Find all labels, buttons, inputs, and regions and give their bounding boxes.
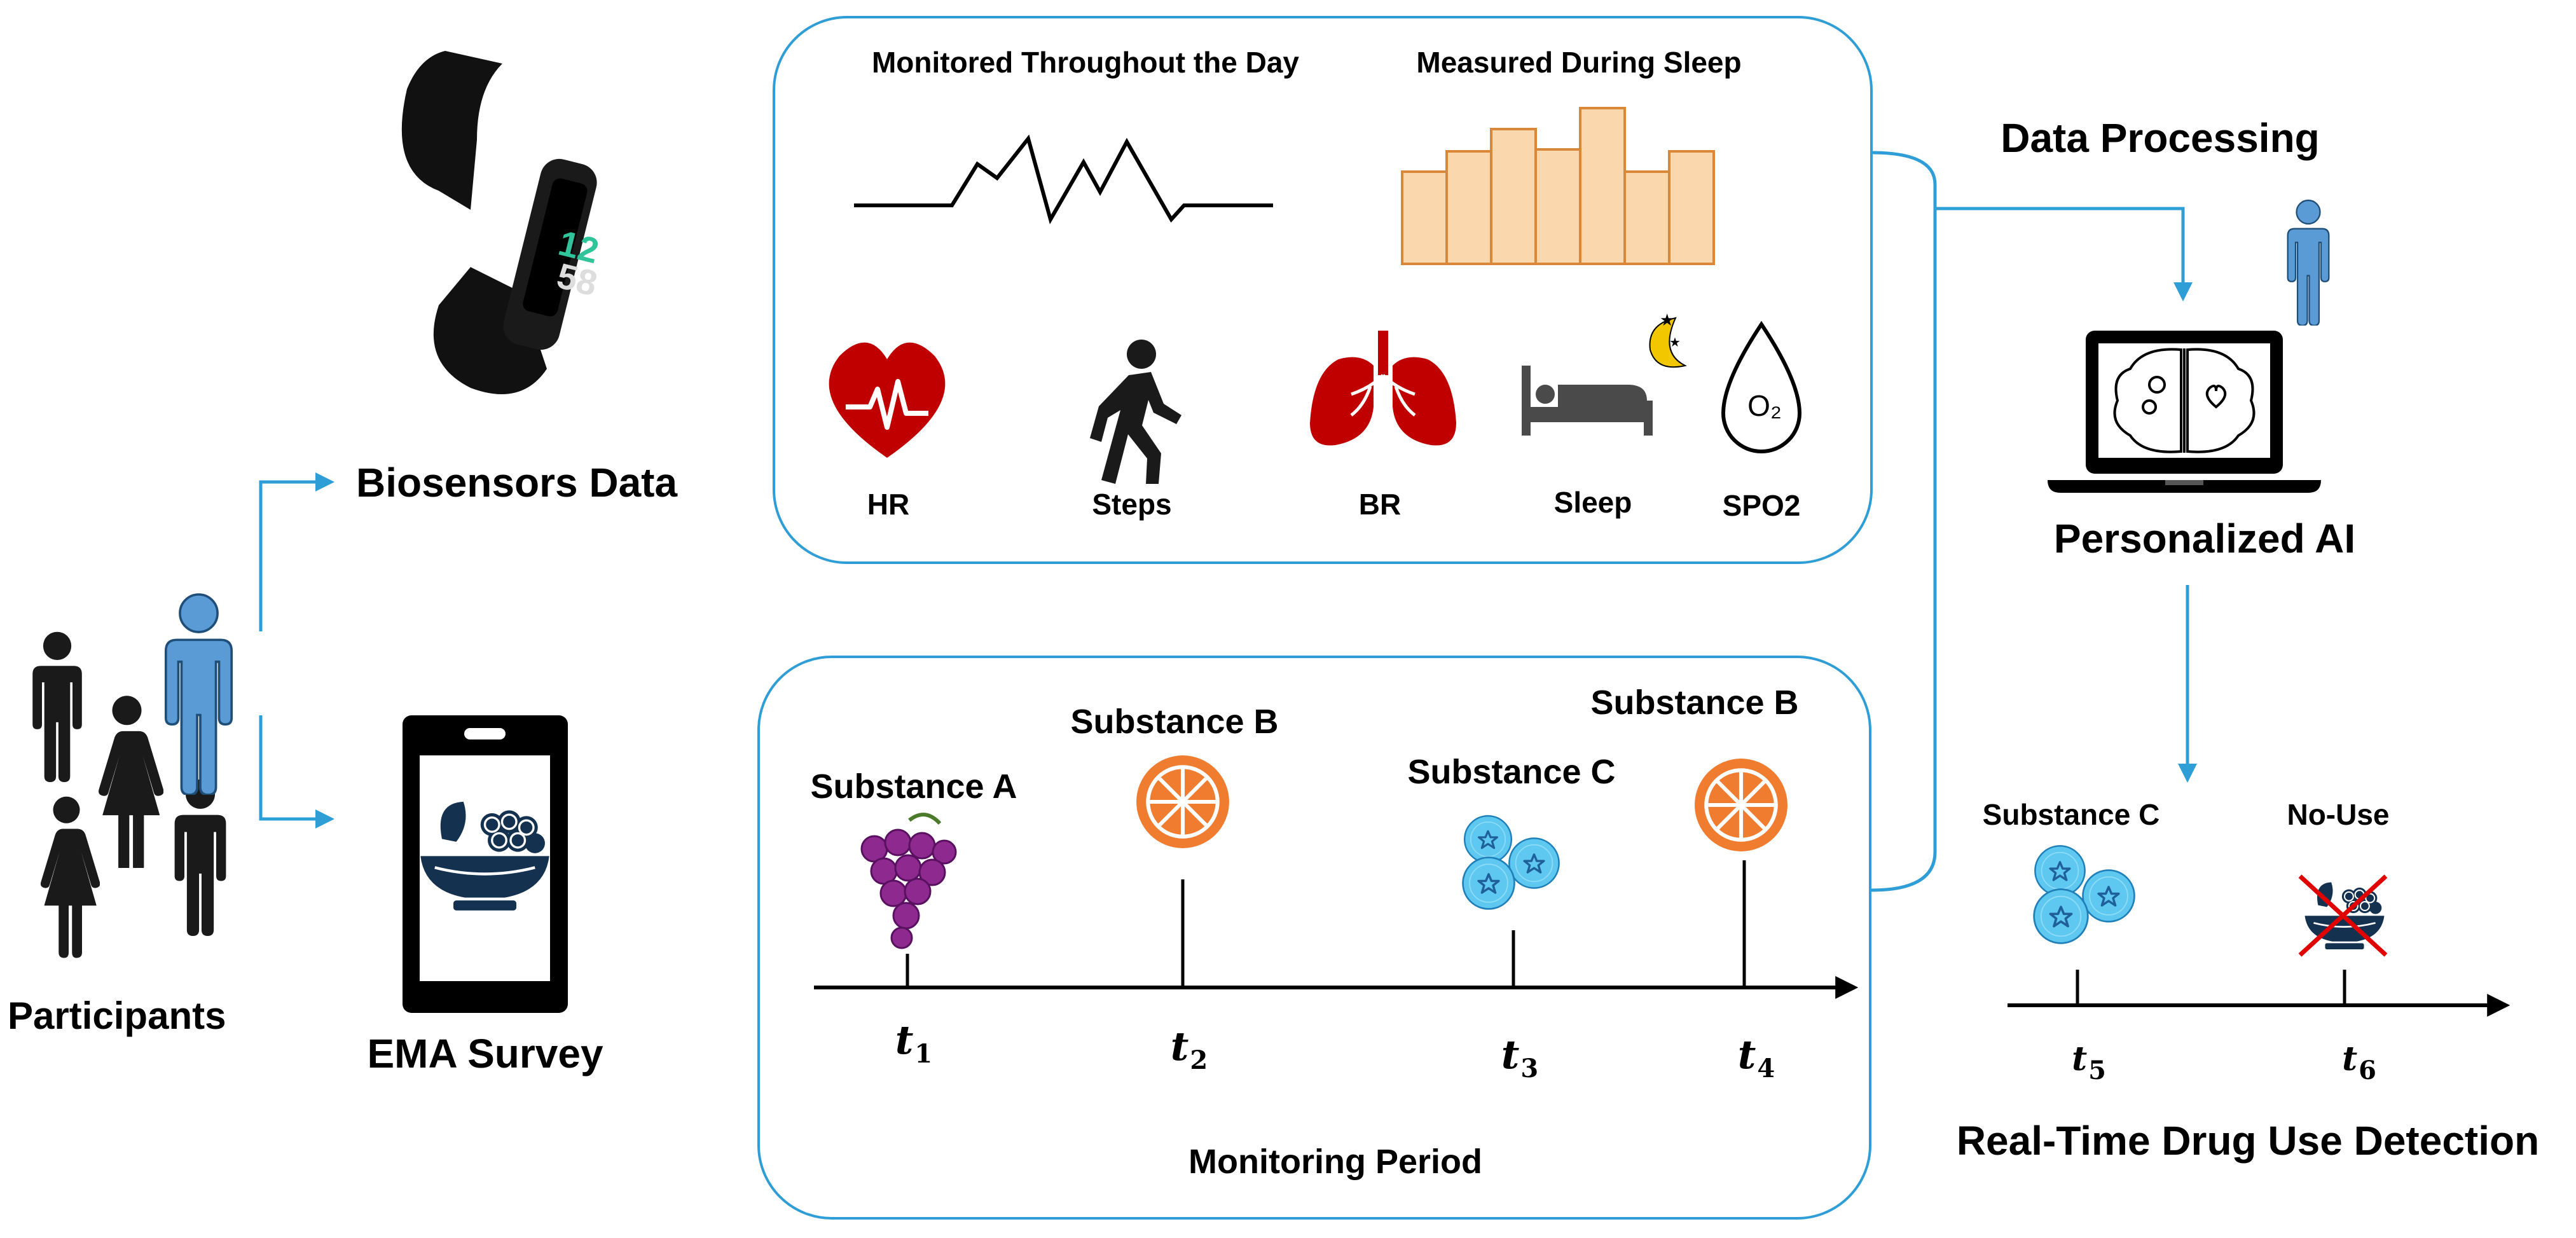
lungs-icon: [1310, 331, 1456, 446]
biosensors-data-label: Biosensors Data: [356, 460, 678, 506]
metric-label-spo2: SPO2: [1722, 489, 1801, 522]
participants-label: Participants: [8, 994, 226, 1037]
smartwatch-icon: 12 58: [401, 51, 603, 394]
time-t6: t6: [2342, 1040, 2376, 1085]
grapes-icon: [860, 813, 957, 949]
monitoring-period-label: Monitoring Period: [1188, 1143, 1482, 1181]
crossed-fruit-bowl-icon: [2298, 874, 2388, 957]
sleep-bar-chart: [1401, 107, 1715, 265]
blueberries-icon: [1461, 815, 1560, 911]
detection-title: Real-Time Drug Use Detection: [1956, 1118, 2540, 1164]
day-signal-line: [854, 134, 1273, 224]
event-label-2: Substance B: [1070, 703, 1279, 741]
event-label-3: Substance C: [1407, 753, 1616, 791]
metric-label-br: BR: [1358, 488, 1402, 521]
svg-text:★: ★: [1660, 310, 1674, 329]
metric-label-steps: Steps: [1092, 488, 1172, 521]
oxygen-drop-icon: [1721, 320, 1802, 453]
bed-moon-icon: ★ ★: [1522, 310, 1687, 436]
timeline-panel: [757, 656, 1871, 1220]
data-processing-title: Data Processing: [2001, 115, 2320, 161]
walking-person-icon: [1090, 340, 1181, 484]
time-t1: t1: [895, 1017, 933, 1069]
time-t4: t4: [1737, 1031, 1775, 1083]
detection-event-label-1: Substance C: [1982, 798, 2160, 831]
time-t3: t3: [1501, 1031, 1539, 1083]
oxygen-glyph: O₂: [1747, 389, 1782, 422]
sleep-monitor-title: Measured During Sleep: [1416, 46, 1742, 79]
phone-ema-icon: [403, 715, 568, 1013]
ema-survey-label: EMA Survey: [367, 1031, 603, 1076]
svg-text:12: 12: [554, 223, 603, 271]
participants-group-icon: [32, 595, 231, 958]
orange-slice-icon: [1136, 755, 1229, 848]
biosensor-panel: [773, 16, 1873, 564]
heart-pulse-icon: [829, 342, 946, 458]
laptop-ai-icon: [2048, 331, 2321, 493]
orange-slice-icon: [1695, 759, 1787, 851]
user-person-icon: [2287, 199, 2330, 326]
blueberries-icon: [2032, 844, 2136, 945]
svg-text:★: ★: [1669, 336, 1681, 350]
detection-event-label-2: No-Use: [2287, 798, 2390, 831]
personalized-ai-label: Personalized AI: [2053, 516, 2356, 561]
day-monitor-title: Monitored Throughout the Day: [871, 46, 1300, 79]
event-label-4: Substance B: [1590, 684, 1799, 722]
metric-label-hr: HR: [867, 488, 910, 521]
event-label-1: Substance A: [810, 767, 1017, 806]
metric-label-sleep: Sleep: [1553, 486, 1632, 519]
svg-text:58: 58: [553, 255, 602, 303]
time-t2: t2: [1170, 1023, 1208, 1075]
time-t5: t5: [2072, 1040, 2106, 1085]
